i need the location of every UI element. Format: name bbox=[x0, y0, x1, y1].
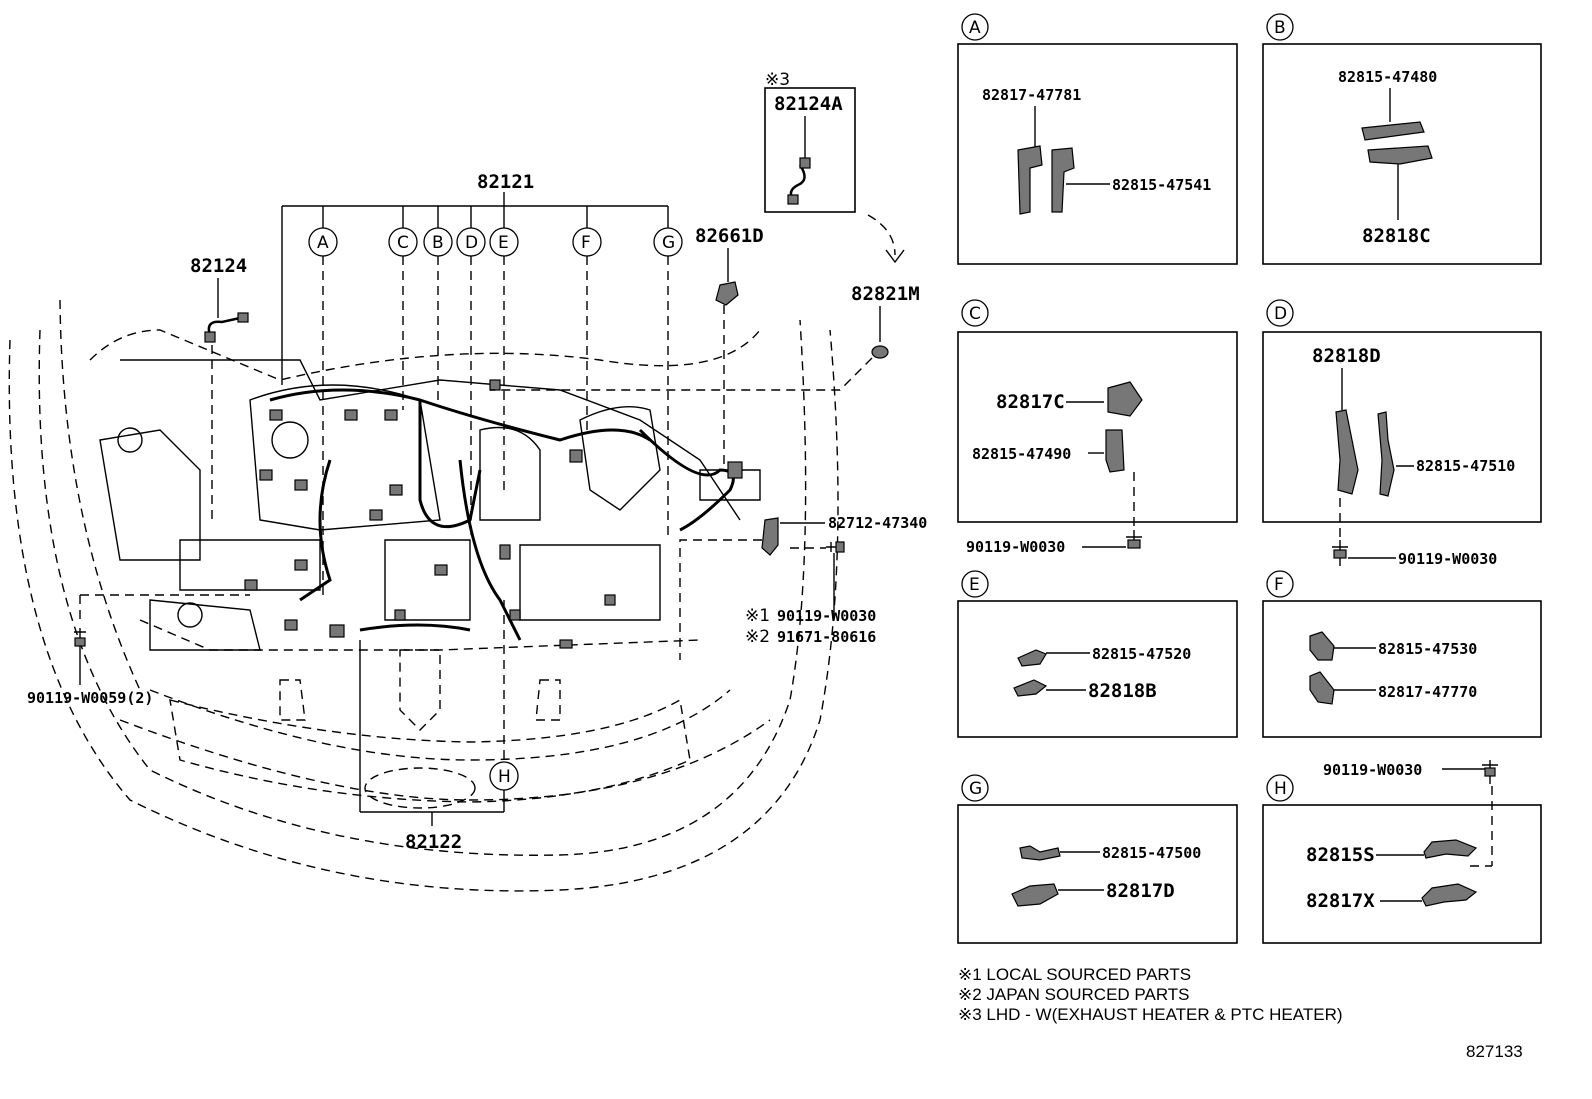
panel-a-part-2: 82815-47541 bbox=[1112, 176, 1211, 194]
bolt-left-label: 90119-W0059(2) bbox=[27, 689, 153, 707]
panel-e-letter: E bbox=[969, 575, 980, 595]
note-3-mark: ※3 bbox=[765, 70, 790, 90]
svg-text:C: C bbox=[397, 233, 409, 253]
callout-f: F bbox=[572, 206, 602, 430]
svg-text:F: F bbox=[581, 233, 591, 253]
note-1: ※1 LOCAL SOURCED PARTS bbox=[958, 965, 1191, 984]
detail-panel-g: G 82815-47500 82817D bbox=[957, 774, 1238, 944]
figure-code: 827133 bbox=[1466, 1042, 1523, 1061]
part-82661d-label: 82661D bbox=[695, 225, 764, 247]
panel-d-part-1: 82818D bbox=[1312, 345, 1381, 367]
panel-b-part-2: 82818C bbox=[1362, 225, 1431, 247]
part-82661d: 82661D bbox=[695, 225, 764, 470]
panel-b-letter: B bbox=[1274, 18, 1286, 38]
part-82122-label: 82122 bbox=[405, 831, 462, 853]
panel-b-part-1: 82815-47480 bbox=[1338, 68, 1437, 86]
panel-h-letter: H bbox=[1274, 779, 1287, 799]
bolt-1-label: 90119-W0030 bbox=[777, 607, 876, 625]
panel-g-part-1: 82815-47500 bbox=[1102, 844, 1201, 862]
panel-c-part-2: 82815-47490 bbox=[972, 445, 1071, 463]
panel-d-part-2: 82815-47510 bbox=[1416, 457, 1515, 475]
panel-f-letter: F bbox=[1274, 575, 1284, 595]
part-82124a-label: 82124A bbox=[774, 93, 843, 115]
part-82124a: ※3 82124A bbox=[764, 70, 905, 264]
panel-h-bolt: 90119-W0030 bbox=[1323, 761, 1422, 779]
svg-text:E: E bbox=[498, 233, 509, 253]
detail-panel-a: A 82817-47781 82815-47541 bbox=[957, 13, 1238, 265]
svg-text:B: B bbox=[432, 233, 444, 253]
part-82821m: 82821M bbox=[490, 283, 920, 391]
panel-g-letter: G bbox=[969, 779, 982, 799]
callout-b: B bbox=[423, 206, 453, 400]
panel-h-part-2: 82817X bbox=[1306, 890, 1375, 912]
part-82124-label: 82124 bbox=[190, 255, 247, 277]
detail-panel-b: B 82815-47480 82818C bbox=[1262, 13, 1542, 265]
detail-panel-d: D 82818D 82815-47510 90119-W0030 bbox=[1262, 299, 1542, 568]
panel-h-part-1: 82815S bbox=[1306, 844, 1375, 866]
detail-panel-h: H 90119-W0030 82815S 82817X bbox=[1262, 760, 1542, 944]
svg-text:H: H bbox=[498, 767, 511, 787]
bolt-90119-w0030-main: ※1 90119-W0030 ※2 91671-80616 bbox=[745, 541, 876, 647]
panel-c-part-1: 82817C bbox=[996, 391, 1065, 413]
callout-a: A bbox=[308, 206, 338, 600]
panel-e-part-2: 82818B bbox=[1088, 680, 1157, 702]
part-82124: 82124 bbox=[190, 255, 249, 520]
panel-g-part-2: 82817D bbox=[1106, 880, 1175, 902]
notes-legend: ※1 LOCAL SOURCED PARTS ※2 JAPAN SOURCED … bbox=[958, 965, 1343, 1024]
panel-d-bolt: 90119-W0030 bbox=[1398, 550, 1497, 568]
panel-f-part-1: 82815-47530 bbox=[1378, 640, 1477, 658]
panel-c-bolt: 90119-W0030 bbox=[966, 538, 1065, 556]
svg-text:G: G bbox=[662, 233, 675, 253]
bolt-2-label: 91671-80616 bbox=[777, 628, 876, 646]
callout-e: E bbox=[489, 206, 519, 495]
svg-text:A: A bbox=[317, 233, 329, 253]
panel-a-letter: A bbox=[969, 18, 981, 38]
panel-e-part-1: 82815-47520 bbox=[1092, 645, 1191, 663]
svg-text:※2: ※2 bbox=[745, 627, 770, 647]
detail-panel-c: C 82817C 82815-47490 90119-W0030 bbox=[957, 299, 1238, 556]
panel-c-letter: C bbox=[969, 304, 981, 324]
detail-panel-f: F 82815-47530 82817-47770 bbox=[1262, 570, 1542, 738]
part-82712-47340: 82712-47340 bbox=[679, 514, 927, 660]
harness-82122-callout: H 82122 bbox=[359, 600, 519, 853]
callout-d: D bbox=[456, 206, 486, 540]
engine-bay-illustration bbox=[8, 299, 839, 892]
note-2: ※2 JAPAN SOURCED PARTS bbox=[958, 985, 1190, 1004]
part-82821m-label: 82821M bbox=[851, 283, 920, 305]
detail-panel-e: E 82815-47520 82818B bbox=[957, 570, 1238, 738]
panel-f-part-2: 82817-47770 bbox=[1378, 683, 1477, 701]
note-3: ※3 LHD - W(EXHAUST HEATER & PTC HEATER) bbox=[958, 1005, 1343, 1024]
panel-a-part-1: 82817-47781 bbox=[982, 86, 1081, 104]
harness-82121-callouts: 82121 A C B D bbox=[281, 171, 683, 600]
part-82121-label: 82121 bbox=[477, 171, 534, 193]
bolt-90119-w0059: 90119-W0059(2) bbox=[27, 594, 250, 707]
part-82712-label: 82712-47340 bbox=[828, 514, 927, 532]
callout-g: G bbox=[653, 206, 683, 540]
panel-d-letter: D bbox=[1274, 304, 1287, 324]
callout-c: C bbox=[388, 206, 418, 410]
svg-text:D: D bbox=[465, 233, 478, 253]
svg-text:※1: ※1 bbox=[745, 606, 770, 626]
